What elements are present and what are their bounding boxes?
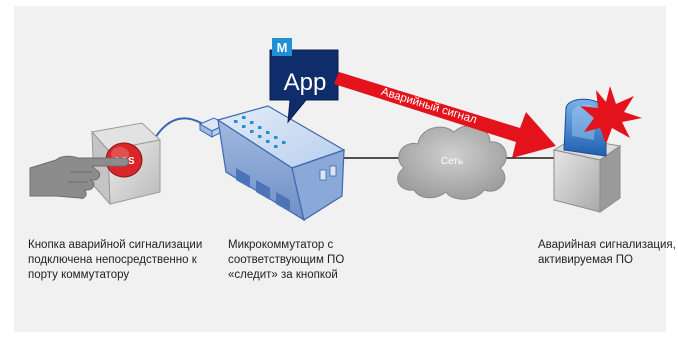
cloud-label: Сеть (441, 156, 463, 167)
alarm-arrow-label: Аварийный сигнал (380, 86, 479, 127)
micro-switch (216, 105, 346, 222)
caption-alarm: Аварийная сигнализация, активируемая ПО (538, 238, 676, 268)
caption-line: соответствующим ПО (228, 254, 345, 266)
network-cloud (397, 125, 507, 200)
sos-cable (154, 117, 207, 139)
caption-line: Аварийная сигнализация, (538, 239, 676, 251)
pointing-hand-icon (29, 155, 129, 199)
caption-switch: Микрокоммутатор с соответствующим ПО «сл… (228, 238, 344, 283)
app-badge-label: App (284, 69, 327, 96)
caption-sos-button: Кнопка аварийной сигнализации подключена… (28, 238, 202, 283)
sos-button-box (91, 122, 162, 206)
caption-line: Кнопка аварийной сигнализации (28, 239, 203, 251)
app-badge (269, 38, 339, 124)
caption-line: Микрокоммутатор с (228, 239, 334, 251)
caption-line: порту коммутатору (28, 269, 130, 281)
caption-line: подключена непосредственно к (28, 254, 197, 266)
caption-line: «следит» за кнопкой (228, 269, 338, 281)
app-badge-letter: M (277, 40, 288, 55)
alarm-flash-icon (580, 86, 642, 144)
caption-line: активируемая ПО (538, 254, 633, 266)
alarm-signal-arrow (334, 72, 556, 158)
